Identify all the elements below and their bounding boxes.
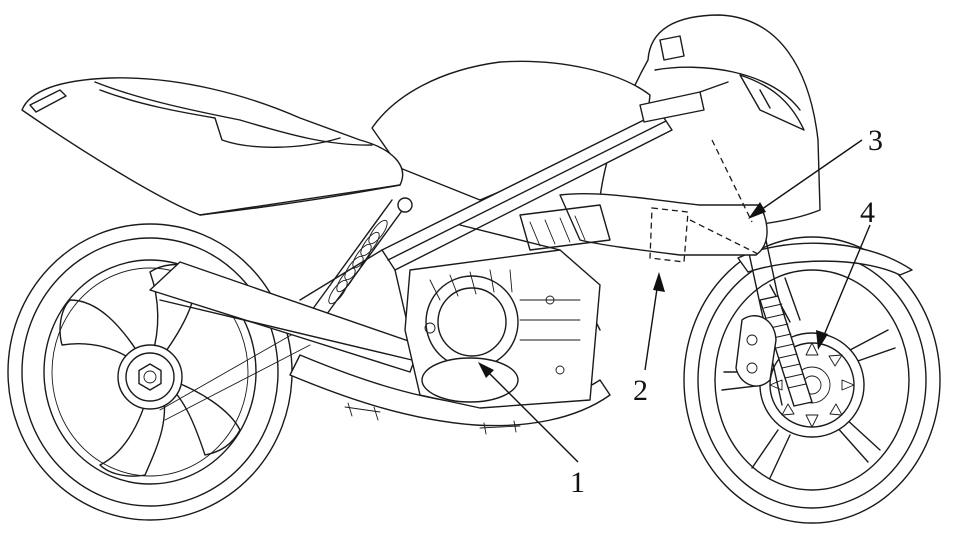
- seat-tail: [22, 78, 403, 215]
- callout-label: 2: [633, 374, 648, 407]
- rear-wheel: [8, 224, 310, 520]
- callout-label: 4: [860, 196, 875, 229]
- callout-label: 3: [868, 124, 883, 157]
- front-wheel: [684, 237, 940, 523]
- callout-label: 1: [570, 466, 585, 499]
- callout-2: 2: [633, 272, 665, 407]
